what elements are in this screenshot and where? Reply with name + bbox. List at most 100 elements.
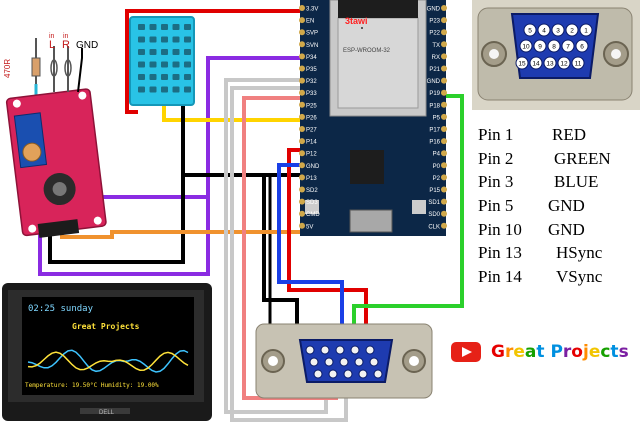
vga-ref-pin [551,23,565,37]
pin-signal: BLUE [554,172,599,192]
vga-ref-pin-number: 1 [584,28,588,35]
vga-ref-pin-number: 4 [542,28,546,35]
esp32-pin-pad [441,53,447,60]
pin-number: Pin 3 [478,172,514,192]
pin-signal: VSync [556,267,603,287]
esp32-pin-label: P2 [433,176,441,182]
pin-number: Pin 2 [478,148,514,168]
esp32-module-name: ESP-WROOM-32 [343,48,391,54]
esp32-pin-label: P22 [429,31,440,37]
esp32-pin-label: SVN [306,43,318,49]
esp32-pin-label: SD2 [306,188,318,194]
esp32-pin-pad [299,5,305,11]
vga-hole [350,345,360,355]
great-projects-brand: Great Projects [451,340,629,364]
vga-ref-pin-number: 13 [546,61,554,68]
label-gnd: GND [76,40,98,51]
esp32-pin-pad [299,198,305,205]
vga-ref-pin [575,39,589,53]
esp32-pin-label: SVP [306,31,318,37]
resistor-label: 470R [3,59,12,78]
pin-signal: GND [548,219,585,239]
esp32-pin-label: 5V [306,224,313,230]
vga-hole [305,345,315,355]
esp32-pin-label: GND [306,164,320,170]
monitor-status: Temperature: 19.50°C Humidity: 19.00% [25,382,159,389]
esp32-pin-pad [441,101,447,108]
vga-ref-pin [515,56,529,70]
vga-ref-pin [519,39,533,53]
esp32-pin-pad [441,138,447,145]
youtube-play-icon [451,342,481,362]
vga-hole [365,345,375,355]
vga-ref-pin-number: 3 [556,28,560,35]
vga-hole [324,357,334,367]
vga-ref-pin-number: 2 [570,28,574,35]
esp32-pin-pad [441,29,447,36]
wire-black-gnd2 [48,175,185,264]
esp32-pin-label: P0 [433,164,441,170]
esp32-pin-label: SD1 [428,200,440,206]
in-label-l: in [49,33,55,40]
esp32-board: 3.3VENSVPSVNP34P35P32P33P25P26P27P14P12G… [299,0,447,236]
esp32-pin-pad [299,150,305,157]
pin-table-row: Pin 14 VSync [478,265,628,289]
esp32-pin-pad [299,222,305,229]
esp32-pin-label: P33 [306,91,317,97]
pin-number: Pin 10 [478,219,522,239]
pin-signal: RED [552,125,586,144]
esp32-pin-pad [299,126,305,132]
vga-ref-pin-number: 7 [566,44,570,51]
monitor-title: Great Projects [72,321,140,331]
pin-table-row: Pin 10 GND [478,218,628,242]
monitor-brand: DELL [99,410,115,416]
esp32-pin-label: P32 [306,79,317,85]
monitor-trace [27,349,189,373]
esp32-pin-pad [441,210,447,217]
pin-signal: HSync [556,243,603,263]
vga-ref-pin [571,56,585,70]
vga-hole [343,369,353,379]
monitor-trace [27,351,189,371]
wire-gray-b [230,86,348,422]
esp32-pin-label: P5 [433,115,441,121]
esp32-pin-pad [441,198,447,205]
vga-ref-pin [529,56,543,70]
vga-ref-pin [533,39,547,53]
esp32-pin-pad [299,138,305,145]
esp32-pin-label: P23 [429,19,440,25]
esp32-pin-pad [441,17,447,24]
esp32-pin-pad [441,65,447,72]
esp32-pin-label: CLK [428,224,440,230]
esp32-pin-label: 3.3V [306,7,318,13]
esp32-pin-pad [441,113,447,120]
esp32-pin-label: P27 [306,128,317,134]
esp32-pin-pad [441,174,447,181]
vga-hole [369,357,379,367]
esp32-pin-label: SD3 [306,200,318,206]
esp32-pin-pad [441,162,447,169]
esp32-pin-label: P35 [306,67,317,73]
esp32-pin-pad [441,77,447,84]
esp32-pin-pad [299,89,305,96]
vga-ref-pin [557,56,571,70]
vga-ref-pin [579,23,593,37]
esp32-pin-pad [441,186,447,193]
label-r: R [62,39,70,51]
pot-module [5,38,107,238]
pin-number: Pin 1 [478,125,514,144]
esp32-pin-label: P14 [306,140,317,146]
esp32-pin-label: SD0 [428,212,440,218]
esp32-logo: 3tawi [345,16,368,26]
pin-number: Pin 14 [478,267,522,287]
esp32-pin-pad [299,65,305,72]
wire-red-vga [287,148,368,326]
esp32-pin-pad [299,162,305,169]
esp32-pin-pad [441,150,447,157]
vga-hole [328,369,338,379]
esp32-pin-pad [441,89,447,96]
